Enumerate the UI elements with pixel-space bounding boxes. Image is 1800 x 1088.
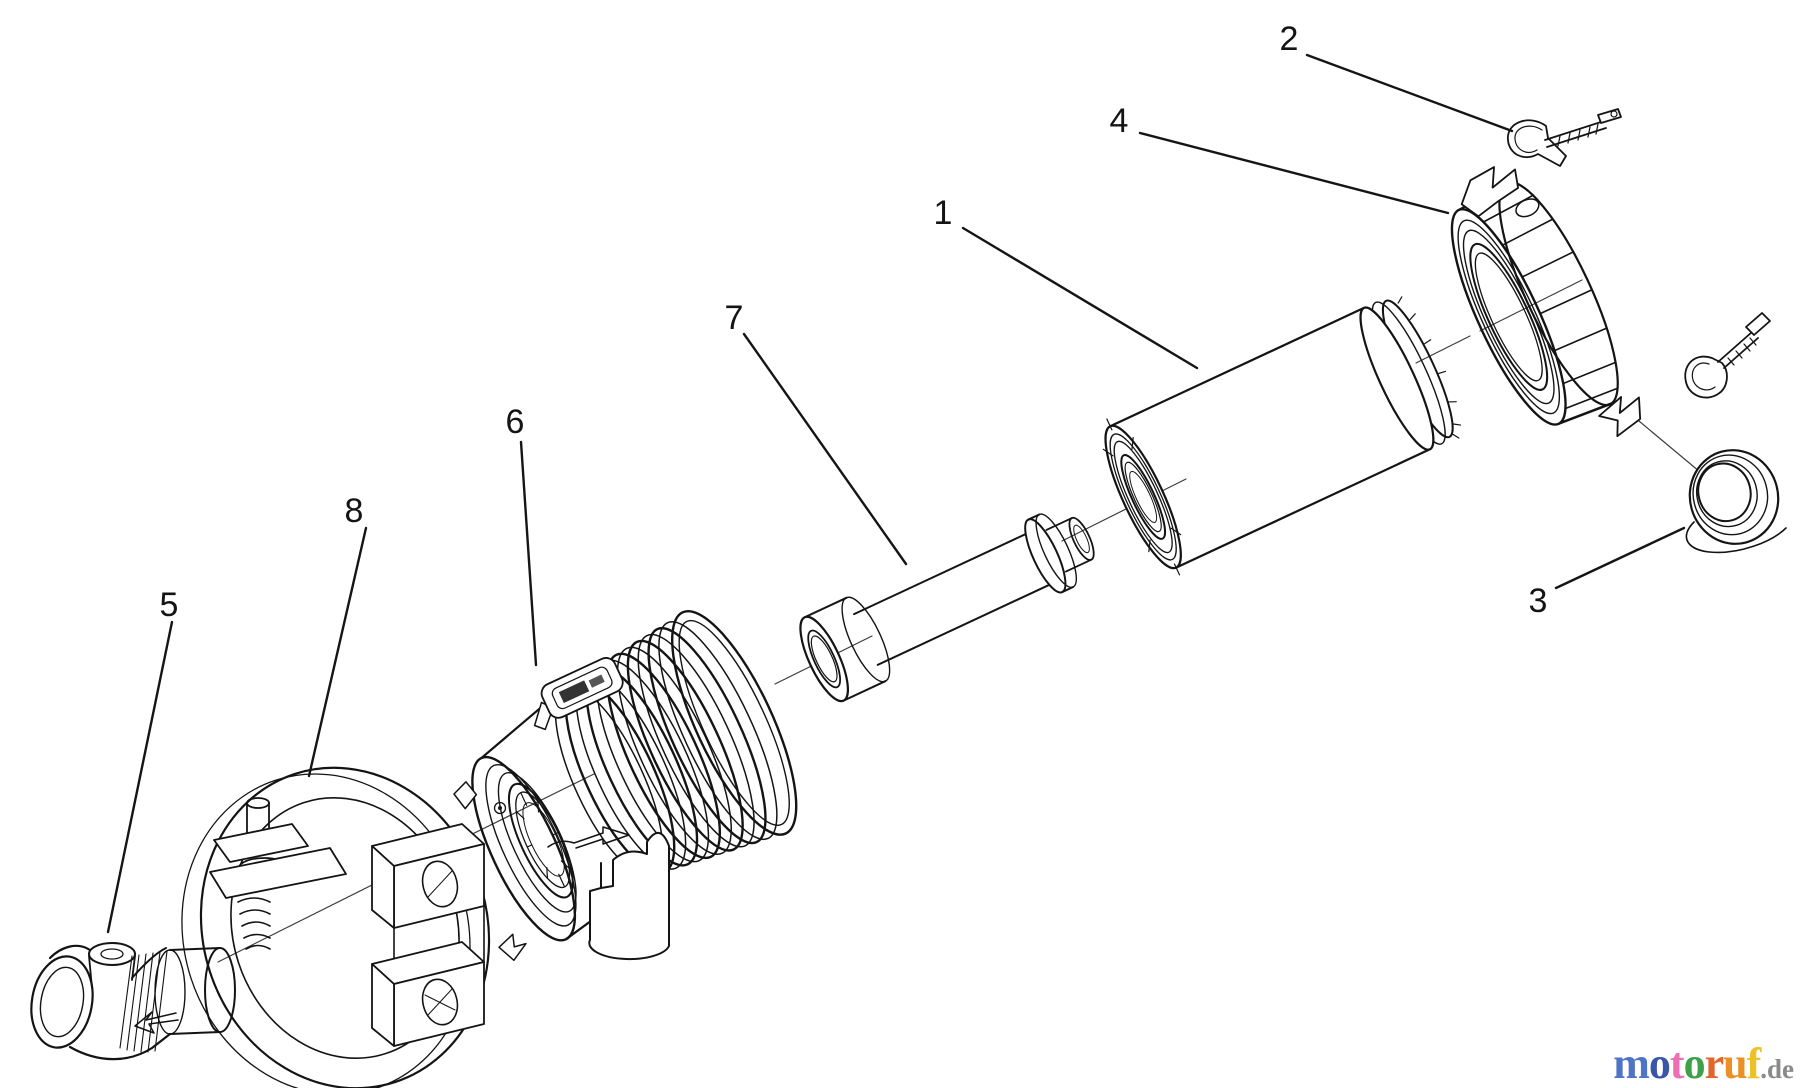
part-filter-element <box>1102 296 1462 576</box>
leader-line-7 <box>742 332 908 566</box>
part-cover-clamp-top <box>1507 108 1622 167</box>
part-standpipe-tube <box>799 513 1095 703</box>
part-cover-clamp-right <box>1684 312 1771 399</box>
elbow-hose-hatching <box>119 950 168 1053</box>
leader-line-5 <box>106 620 174 934</box>
leader-line-2 <box>1305 53 1514 133</box>
cover-top-latch <box>1460 166 1519 218</box>
leader-line-8 <box>307 526 368 778</box>
cover-ribs <box>1466 182 1619 424</box>
callout-2: 2 <box>1280 20 1299 58</box>
filter-right-ticks <box>1397 296 1462 439</box>
callout-7: 7 <box>725 299 744 337</box>
callout-labels: 1 2 3 4 5 6 7 8 <box>160 20 1548 624</box>
watermark-letter: o <box>1648 1039 1671 1088</box>
callout-8: 8 <box>345 492 364 530</box>
part-air-cleaner-body <box>453 609 798 962</box>
outlet-ring-lip <box>1685 521 1787 554</box>
elbow-clip <box>134 1011 179 1034</box>
cover-rim-button <box>1515 198 1540 218</box>
motoruf-watermark: motoruf.de <box>1613 1042 1794 1086</box>
leader-line-4 <box>1138 131 1450 215</box>
watermark-suffix: .de <box>1760 1054 1794 1084</box>
leader-line-3 <box>1554 526 1686 590</box>
watermark-letter: t <box>1669 1039 1685 1088</box>
part-outlet-ring <box>1688 449 1780 545</box>
bracket-spring <box>237 897 271 950</box>
part-elbow <box>30 942 236 1061</box>
cover-bottom-latch <box>1598 396 1642 438</box>
callout-6: 6 <box>506 403 525 441</box>
callout-1: 1 <box>934 194 953 232</box>
leader-line-6 <box>519 440 538 667</box>
canister-arrow-clip <box>547 826 630 849</box>
canister-label-patch <box>540 657 624 719</box>
leader-lines <box>106 53 1686 934</box>
part-air-cleaner-cover <box>1450 166 1642 438</box>
canister-spline-notches <box>515 792 570 888</box>
watermark-letter: m <box>1613 1039 1650 1088</box>
watermark-letter: f <box>1746 1039 1762 1088</box>
callout-3: 3 <box>1529 582 1548 620</box>
callout-4: 4 <box>1110 102 1129 140</box>
filter-left-ticks <box>1102 418 1182 576</box>
watermark-letter: o <box>1683 1039 1706 1088</box>
watermark-letter: r <box>1704 1039 1725 1088</box>
callout-5: 5 <box>160 586 179 624</box>
part-mounting-bracket <box>181 766 507 1088</box>
canister-drain-spout <box>588 832 670 961</box>
leader-line-1 <box>961 226 1199 370</box>
watermark-letter: u <box>1723 1039 1748 1088</box>
